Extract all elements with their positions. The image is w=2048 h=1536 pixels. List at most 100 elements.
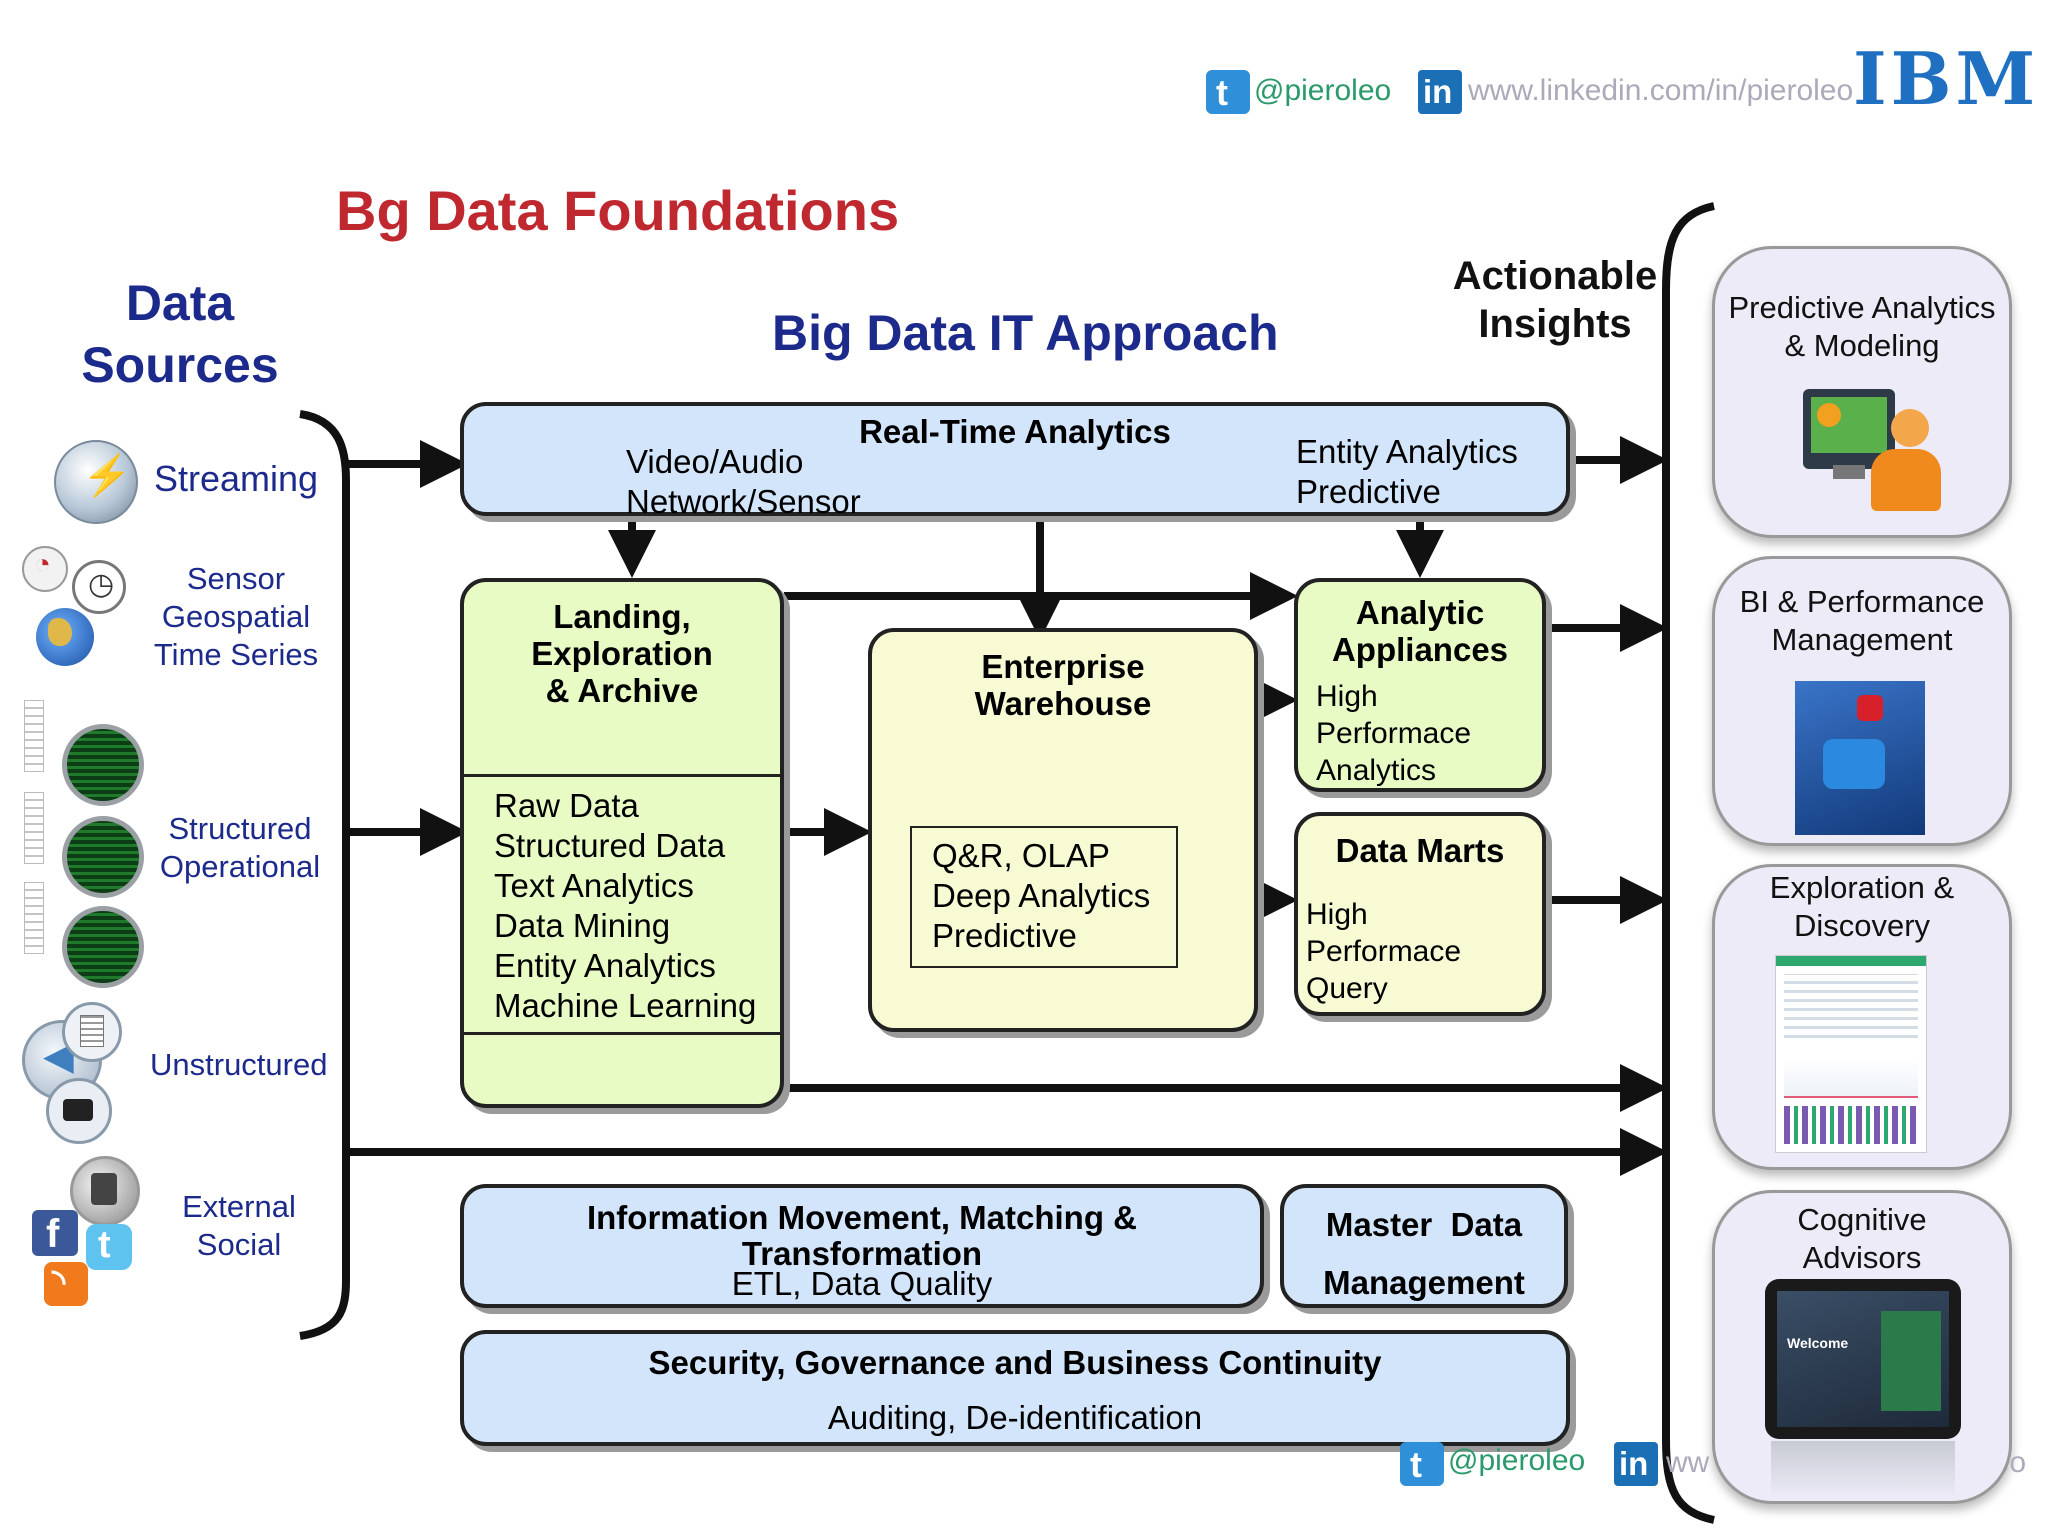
document-icon: [24, 700, 44, 772]
mdm-title-line2: Management: [1323, 1264, 1525, 1301]
landing-box: Landing, Exploration & Archive Raw Data …: [460, 578, 784, 1108]
landing-title-line2: Exploration: [531, 635, 713, 672]
info-subtitle: ETL, Data Quality: [731, 1265, 993, 1302]
source-sensor-line3: Time Series: [153, 637, 319, 672]
twitter-icon: t: [1216, 72, 1228, 113]
source-unstructured: Unstructured: [150, 1047, 328, 1082]
footer-linkedin-badge[interactable]: in: [1614, 1442, 1658, 1486]
marts-item: Performace: [1306, 935, 1462, 968]
puzzle-icon: [1795, 681, 1925, 835]
phone-icon: [70, 1156, 140, 1226]
insight-exploration-discovery[interactable]: Exploration & Discovery: [1712, 864, 2012, 1170]
master-data-box: Master Data Management: [1280, 1184, 1568, 1308]
database-icon: [62, 906, 144, 988]
linkedin-url[interactable]: www.linkedin.com/in/pieroleo: [1468, 74, 1854, 107]
warehouse-title: Enterprise Warehouse: [872, 648, 1254, 722]
data-marts-box: Data Marts High Performace Query: [1294, 812, 1546, 1016]
appliances-item: High: [1316, 680, 1378, 713]
footer-linkedin-fragment-left: ww: [1666, 1446, 1710, 1479]
appliances-list: High Performace Analytics: [1316, 678, 1471, 789]
insight-bi-line1: BI & Performance: [1739, 584, 1985, 619]
insight-cognitive-line2: Advisors: [1802, 1240, 1922, 1275]
document-icon: [24, 792, 44, 864]
appliances-item: Analytics: [1316, 754, 1437, 787]
insights-heading-line2: Insights: [1478, 302, 1632, 346]
warehouse-inner-box: Q&R, OLAP Deep Analytics Predictive: [910, 826, 1178, 968]
database-icon: [62, 724, 144, 806]
landing-title-line1: Landing,: [553, 598, 691, 635]
source-external: External Social: [154, 1188, 324, 1264]
landing-item: Structured Data: [494, 827, 726, 864]
data-sources-heading-line2: Sources: [81, 337, 279, 393]
data-sources-heading: Data Sources: [60, 272, 300, 396]
mdm-title: Master Data Management: [1284, 1196, 1564, 1312]
landing-list: Raw Data Structured Data Text Analytics …: [494, 786, 756, 1026]
insight-predictive-line2: & Modeling: [1784, 328, 1940, 363]
insight-bi-label: BI & Performance Management: [1715, 583, 2009, 659]
warehouse-title-line2: Warehouse: [974, 685, 1152, 722]
footer-twitter-badge[interactable]: t: [1400, 1442, 1444, 1486]
insight-cognitive-line1: Cognitive: [1797, 1202, 1927, 1237]
camera-icon: [46, 1078, 112, 1144]
twitter-handle[interactable]: @pieroleo: [1254, 74, 1392, 107]
streaming-icon: ⚡: [54, 440, 138, 524]
source-streaming: Streaming: [154, 458, 319, 499]
insight-exploration-label: Exploration & Discovery: [1715, 869, 2009, 945]
tablet-icon: Welcome: [1765, 1279, 1961, 1439]
realtime-right-line1: Entity Analytics: [1296, 433, 1518, 470]
source-external-line1: External: [182, 1189, 296, 1224]
twitter-icon: t: [86, 1224, 132, 1270]
landing-item: Data Mining: [494, 907, 671, 944]
source-structured-line1: Structured: [168, 811, 312, 846]
insight-exploration-line2: Discovery: [1793, 908, 1931, 943]
person-icon: [1865, 409, 1945, 519]
security-subtitle: Auditing, De-identification: [827, 1399, 1203, 1436]
security-title: Security, Governance and Business Contin…: [648, 1344, 1382, 1381]
tablet-welcome-text: Welcome: [1787, 1335, 1849, 1351]
info-title-line1: Information Movement, Matching &: [586, 1199, 1137, 1236]
actionable-insights-heading: Actionable Insights: [1444, 252, 1666, 348]
insight-predictive-line1: Predictive Analytics: [1728, 290, 1996, 325]
gauge-icon: ◔: [22, 546, 68, 592]
insight-cognitive-advisors[interactable]: Cognitive Advisors Welcome: [1712, 1190, 2012, 1504]
appliances-title: Analytic Appliances: [1298, 594, 1542, 668]
landing-item: Text Analytics: [494, 867, 694, 904]
landing-divider-top: [464, 774, 780, 777]
linkedin-icon: in: [1619, 1445, 1649, 1482]
appliances-title-line2: Appliances: [1331, 631, 1509, 668]
source-structured-line2: Operational: [159, 849, 321, 884]
marts-title: Data Marts: [1335, 832, 1505, 869]
rss-icon: ◝: [44, 1262, 88, 1306]
realtime-left-text: Video/Audio Network/Sensor: [626, 442, 861, 522]
insights-bracket: [1662, 202, 1715, 1524]
page-title: Bg Data Foundations: [336, 179, 900, 242]
ibm-logo: IBM: [1853, 36, 2040, 121]
landing-item: Machine Learning: [494, 987, 757, 1024]
warehouse-item: Q&R, OLAP: [932, 837, 1110, 874]
source-external-line2: Social: [196, 1227, 282, 1262]
twitter-icon: t: [1410, 1444, 1422, 1485]
insight-cognitive-label: Cognitive Advisors: [1715, 1201, 2009, 1277]
source-sensor-line2: Geospatial: [161, 599, 311, 634]
documents-icon: [62, 1002, 122, 1062]
insight-bi-line2: Management: [1771, 622, 1953, 657]
twitter-badge[interactable]: t: [1206, 70, 1250, 114]
realtime-right-line2: Predictive: [1296, 473, 1441, 510]
footer-twitter-handle[interactable]: @pieroleo: [1448, 1444, 1586, 1477]
lightning-icon: ⚡: [82, 454, 132, 498]
globe-icon: [36, 608, 94, 666]
insight-bi-performance[interactable]: BI & Performance Management: [1712, 556, 2012, 846]
landing-divider-bottom: [464, 1032, 780, 1035]
insight-exploration-line1: Exploration &: [1769, 870, 1955, 905]
insights-heading-line1: Actionable: [1452, 254, 1658, 298]
warehouse-title-line1: Enterprise: [981, 648, 1145, 685]
realtime-analytics-box: Real-Time Analytics Video/Audio Network/…: [460, 402, 1570, 520]
appliances-item: Performace: [1316, 717, 1472, 750]
facebook-icon: f: [32, 1210, 78, 1256]
marts-item: Query: [1306, 972, 1388, 1005]
document-icon: [24, 882, 44, 954]
dashboard-report-icon: [1775, 955, 1927, 1153]
linkedin-badge[interactable]: in: [1418, 70, 1462, 114]
insight-predictive-analytics[interactable]: Predictive Analytics & Modeling: [1712, 246, 2012, 538]
